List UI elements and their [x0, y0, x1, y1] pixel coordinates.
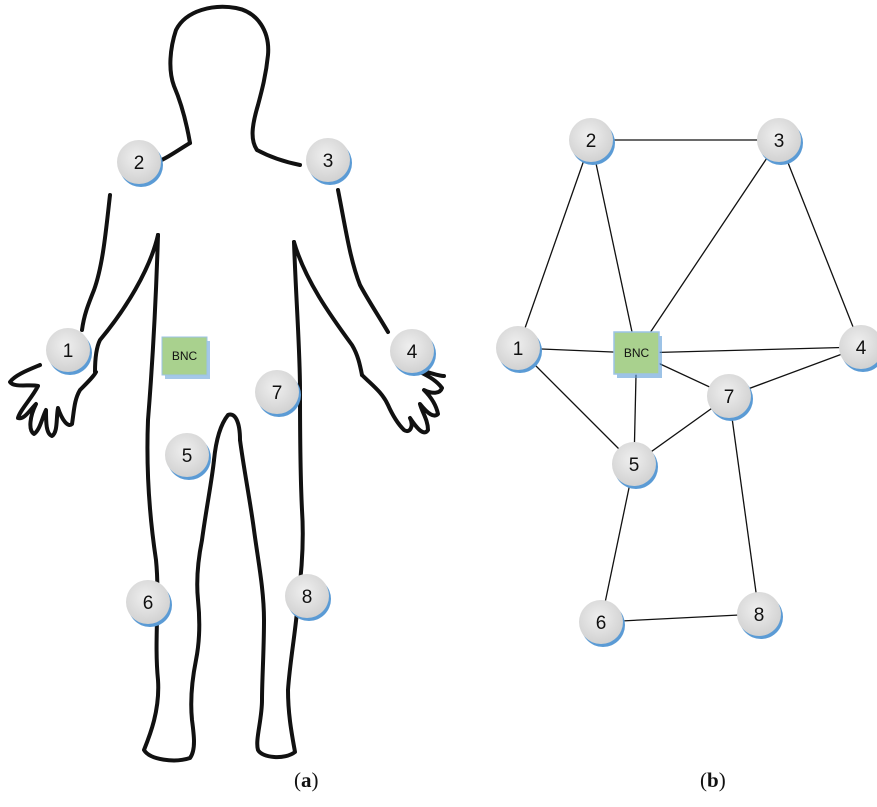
graph-edge-n2-n1 [517, 139, 592, 349]
graph-edge-n3-n4 [778, 139, 862, 348]
body-outline-left-inner-arm [93, 233, 160, 374]
graph-node-label-2: 2 [586, 131, 597, 152]
caption-b-open: ( [700, 768, 707, 792]
caption-panel-b: (b) [700, 768, 726, 793]
caption-b-close: ) [718, 768, 726, 792]
graph-bnc-node: BNC [613, 331, 662, 378]
caption-a-close: ) [311, 768, 319, 792]
body-outline-left-arm [80, 193, 112, 332]
graph-node-label-4: 4 [856, 338, 867, 359]
panel-b-network-topology: BNC 1 2 3 4 5 6 [496, 118, 877, 647]
graph-node-8: 8 [737, 592, 783, 639]
body-node-label-5: 5 [182, 446, 193, 467]
body-node-label-3: 3 [323, 151, 334, 172]
graph-node-2: 2 [569, 118, 615, 165]
graph-node-5: 5 [612, 442, 658, 489]
graph-node-3: 3 [757, 118, 803, 165]
graph-bnc-label: BNC [624, 346, 650, 360]
graph-node-label-1: 1 [513, 339, 524, 360]
graph-edge-n5-n6 [600, 463, 635, 623]
body-outline-left-leg-outer [142, 233, 216, 763]
body-outline-right-hand [360, 369, 446, 435]
body-sensor-node-2: 2 [117, 140, 163, 187]
body-sensor-node-4: 4 [390, 329, 436, 376]
graph-node-label-7: 7 [724, 387, 735, 408]
graph-edge-n2-bnc [590, 139, 638, 354]
body-outline [8, 4, 446, 763]
graph-edge-n6-n8 [600, 613, 760, 623]
caption-panel-a: (a) [294, 768, 319, 793]
body-outline-left-hand [8, 363, 98, 438]
body-outline-right-leg [238, 240, 305, 759]
body-node-label-6: 6 [143, 593, 154, 614]
body-node-label-4: 4 [407, 342, 418, 363]
body-node-label-8: 8 [302, 587, 313, 608]
graph-node-6: 6 [579, 600, 625, 647]
body-sensor-node-3: 3 [306, 138, 352, 185]
body-outline-right-inner-arm [292, 240, 364, 377]
graph-edge-bnc-n4 [636, 346, 862, 354]
body-outline-head [168, 4, 271, 152]
body-sensor-node-5: 5 [165, 433, 211, 480]
body-sensor-node-8: 8 [285, 574, 331, 621]
body-sensor-node-1: 1 [46, 328, 92, 375]
body-bnc-node: BNC [161, 336, 210, 379]
caption-b-letter: b [707, 768, 719, 792]
graph-edge-n4-n7 [728, 346, 862, 397]
body-outline-right-shoulder [255, 148, 302, 167]
caption-a-open: ( [294, 768, 301, 792]
body-sensor-node-7: 7 [255, 370, 301, 417]
graph-edges [517, 139, 862, 623]
graph-edge-n3-bnc [635, 139, 780, 354]
graph-node-7: 7 [707, 374, 753, 421]
body-bnc-label: BNC [172, 349, 198, 363]
body-node-label-2: 2 [134, 153, 145, 174]
body-node-label-7: 7 [272, 383, 283, 404]
caption-a-letter: a [301, 768, 312, 792]
panel-a-body-placement: BNC 1 2 3 4 5 [8, 4, 446, 763]
body-outline-right-arm [336, 188, 390, 334]
graph-node-label-3: 3 [774, 131, 785, 152]
graph-node-label-5: 5 [629, 455, 640, 476]
body-outline-crotch [212, 412, 242, 462]
graph-node-1: 1 [496, 326, 542, 373]
graph-node-label-6: 6 [596, 613, 607, 634]
body-sensor-node-6: 6 [126, 580, 172, 627]
graph-edge-n7-n8 [728, 395, 760, 615]
graph-node-label-8: 8 [754, 605, 765, 626]
body-node-label-1: 1 [63, 341, 74, 362]
graph-edge-n1-n5 [517, 347, 635, 465]
graph-node-4: 4 [839, 325, 877, 372]
